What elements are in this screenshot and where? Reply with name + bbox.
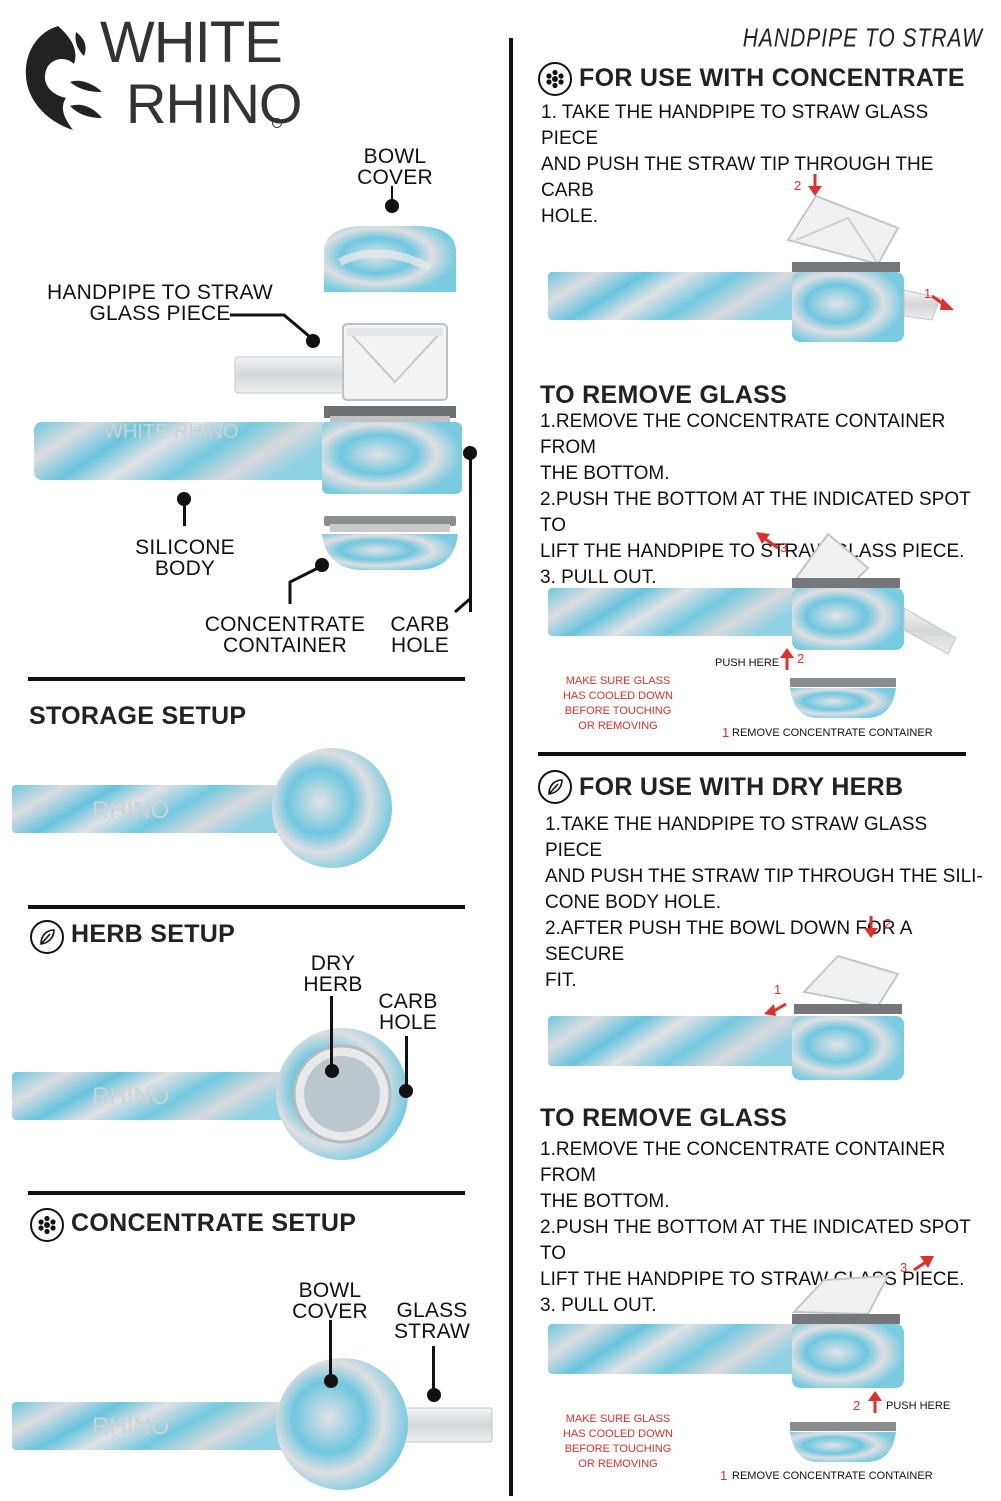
remove-container-label: REMOVE CONCENTRATE CONTAINER — [732, 727, 933, 739]
leader-dot — [315, 558, 329, 572]
step-number: 1 — [774, 982, 782, 997]
doc-title: HANDPIPE TO STRAW — [742, 24, 983, 53]
container-leader — [288, 564, 323, 604]
arrow-right-icon — [931, 294, 954, 310]
container-image — [790, 1422, 896, 1462]
column-divider — [509, 38, 513, 1496]
brand-line-1: WHITE — [100, 10, 283, 75]
svg-text:RHINO: RHINO — [92, 1083, 169, 1110]
step-number: 2 — [797, 651, 805, 666]
arrow-up-icon — [868, 1391, 882, 1413]
leader-dot — [324, 1374, 338, 1388]
arrow-up-right-icon — [913, 1256, 934, 1272]
step-number: 3 — [780, 540, 788, 555]
push-here-label: PUSH HERE — [886, 1400, 951, 1412]
step-number: 2 — [794, 178, 802, 193]
push-here-label: PUSH HERE — [715, 657, 780, 669]
herb-setup-title: HERB SETUP — [71, 920, 236, 948]
leader-dot — [306, 334, 320, 348]
step-number: 3 — [900, 1260, 908, 1275]
arrow-down-icon — [808, 174, 822, 196]
leader-line — [432, 1346, 435, 1394]
container-image — [790, 678, 896, 718]
leader-dot — [177, 492, 191, 506]
herb-setup-image: RHINO — [12, 1028, 408, 1160]
arrow-left-icon — [764, 1002, 787, 1016]
divider — [28, 677, 465, 681]
step-number: 2 — [884, 916, 892, 931]
arrow-up-icon — [780, 648, 794, 670]
carb-leader — [469, 452, 472, 612]
rhino-logo-icon — [25, 26, 102, 130]
concentrate-icon — [30, 1208, 64, 1242]
concentrate-icon — [538, 62, 572, 96]
leader-line — [329, 1320, 332, 1380]
leader-dot — [427, 1388, 441, 1402]
concentrate-steps: 1. TAKE THE HANDPIPE TO STRAW GLASS PIEC… — [541, 102, 934, 227]
step-number: 1 — [720, 1468, 728, 1483]
bowl-cover-part — [324, 226, 456, 292]
herb-remove-image — [548, 1274, 904, 1388]
glass-piece-part — [234, 323, 448, 401]
remove-title-2: TO REMOVE GLASS — [540, 1104, 788, 1132]
step-number: 2 — [853, 1398, 861, 1413]
leader-dot — [399, 1084, 413, 1098]
leader-dot — [325, 1064, 339, 1078]
concentrate-container-part — [322, 516, 458, 570]
herb-steps: 1.TAKE THE HANDPIPE TO STRAW GLASS PIECE… — [545, 814, 983, 991]
leader-line — [391, 186, 393, 204]
glass-leader — [230, 313, 317, 344]
concentrate-setup-title: CONCENTRATE SETUP — [71, 1209, 357, 1237]
step-number: 1 — [722, 725, 730, 740]
concentrate-setup-image: RHINO — [12, 1358, 493, 1490]
svg-text:RHINO: RHINO — [92, 797, 169, 824]
herb-use-title: FOR USE WITH DRY HERB — [579, 773, 904, 801]
storage-setup-image: RHINO — [12, 748, 392, 868]
concentrate-remove-image — [548, 532, 957, 655]
svg-text:WHITE RHINO: WHITE RHINO — [104, 421, 238, 443]
carb-leader-bend — [454, 596, 472, 614]
leaf-icon — [30, 920, 64, 954]
concentrate-insert-image — [548, 194, 941, 342]
leader-dot — [463, 446, 477, 460]
divider — [538, 752, 966, 756]
storage-title: STORAGE SETUP — [29, 702, 247, 730]
leader-line — [183, 500, 186, 526]
concentrate-use-title: FOR USE WITH CONCENTRATE — [579, 64, 965, 92]
leader-dot — [385, 199, 399, 213]
divider — [28, 905, 465, 909]
registered-mark — [272, 118, 282, 128]
herb-insert-image — [548, 954, 904, 1080]
leader-line — [405, 1036, 408, 1088]
arrow-up-left-icon — [756, 532, 779, 550]
divider — [28, 1191, 465, 1195]
leaf-icon — [538, 770, 572, 804]
remove-container-label: REMOVE CONCENTRATE CONTAINER — [732, 1470, 933, 1482]
arrow-down-icon — [864, 916, 878, 938]
silicone-body-part: WHITE RHINO — [34, 406, 462, 494]
remove-title-1: TO REMOVE GLASS — [540, 381, 788, 409]
step-number: 1 — [924, 286, 932, 301]
leader-line — [330, 996, 333, 1070]
svg-text:RHINO: RHINO — [92, 1413, 169, 1440]
